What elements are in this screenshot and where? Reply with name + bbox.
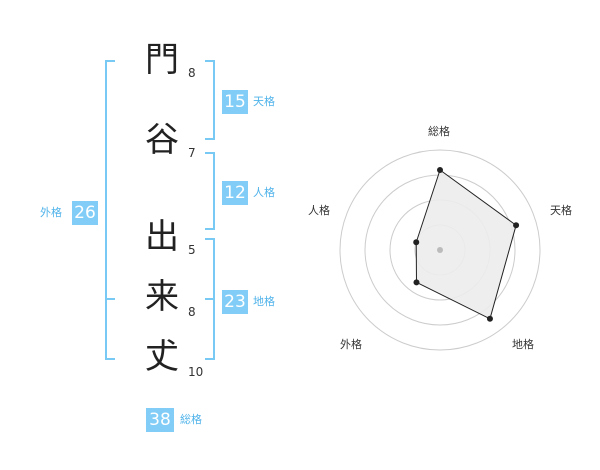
radar-point-3 [413, 279, 420, 286]
gaikaku-bracket-top [105, 60, 115, 62]
jinkaku-bracket-bottom [205, 228, 215, 230]
radar-point-4 [413, 239, 420, 246]
chikaku-bracket-bottom [205, 358, 215, 360]
tenkaku-bracket-top [205, 60, 215, 62]
stroke-count-3: 5 [188, 243, 196, 257]
tenkaku-bracket-bottom [205, 138, 215, 140]
jinkaku-label: 人格 [253, 186, 275, 199]
jinkaku-bracket-top [205, 152, 215, 154]
tenkaku-label: 天格 [253, 95, 275, 108]
gaikaku-bracket-mid [105, 298, 115, 300]
gaikaku-bracket-bottom [105, 358, 115, 360]
tenkaku-bracket [213, 60, 215, 140]
radar-axis-label-soukaku: 総格 [428, 125, 450, 138]
radar-point-1 [513, 222, 520, 229]
radar-axis-label-jinkaku: 人格 [308, 204, 330, 217]
jinkaku-bracket [213, 152, 215, 230]
radar-series-area [415, 169, 517, 320]
name-char-3: 出 [145, 217, 179, 257]
name-char-4: 来 [145, 277, 179, 317]
chikaku-bracket-mid [205, 298, 215, 300]
gaikaku-label: 外格 [40, 206, 62, 219]
soukaku-value: 38 [146, 408, 174, 432]
radar-axis-label-tenkaku: 天格 [550, 204, 572, 217]
soukaku-label: 総格 [180, 413, 202, 426]
stroke-count-5: 10 [188, 365, 204, 379]
radar-grid-ring [339, 149, 541, 351]
radar-axis-label-chikaku: 地格 [512, 338, 534, 351]
chikaku-value: 23 [222, 290, 248, 314]
radar-point-2 [486, 315, 493, 322]
name-char-2: 谷 [145, 120, 179, 160]
stroke-count-4: 8 [188, 305, 196, 319]
radar-axis-label-gaikaku: 外格 [340, 338, 362, 351]
gaikaku-value: 26 [72, 201, 98, 225]
chikaku-label: 地格 [253, 295, 275, 308]
radar-point-0 [437, 167, 443, 173]
stroke-count-2: 7 [188, 146, 196, 160]
tenkaku-value: 15 [222, 90, 248, 114]
gaikaku-bracket [105, 60, 107, 360]
jinkaku-value: 12 [222, 181, 248, 205]
name-char-5: 𠀋 [145, 337, 179, 377]
radar-center [437, 247, 443, 253]
stroke-count-1: 8 [188, 66, 196, 80]
chikaku-bracket-top [205, 238, 215, 240]
name-char-1: 門 [145, 40, 179, 80]
